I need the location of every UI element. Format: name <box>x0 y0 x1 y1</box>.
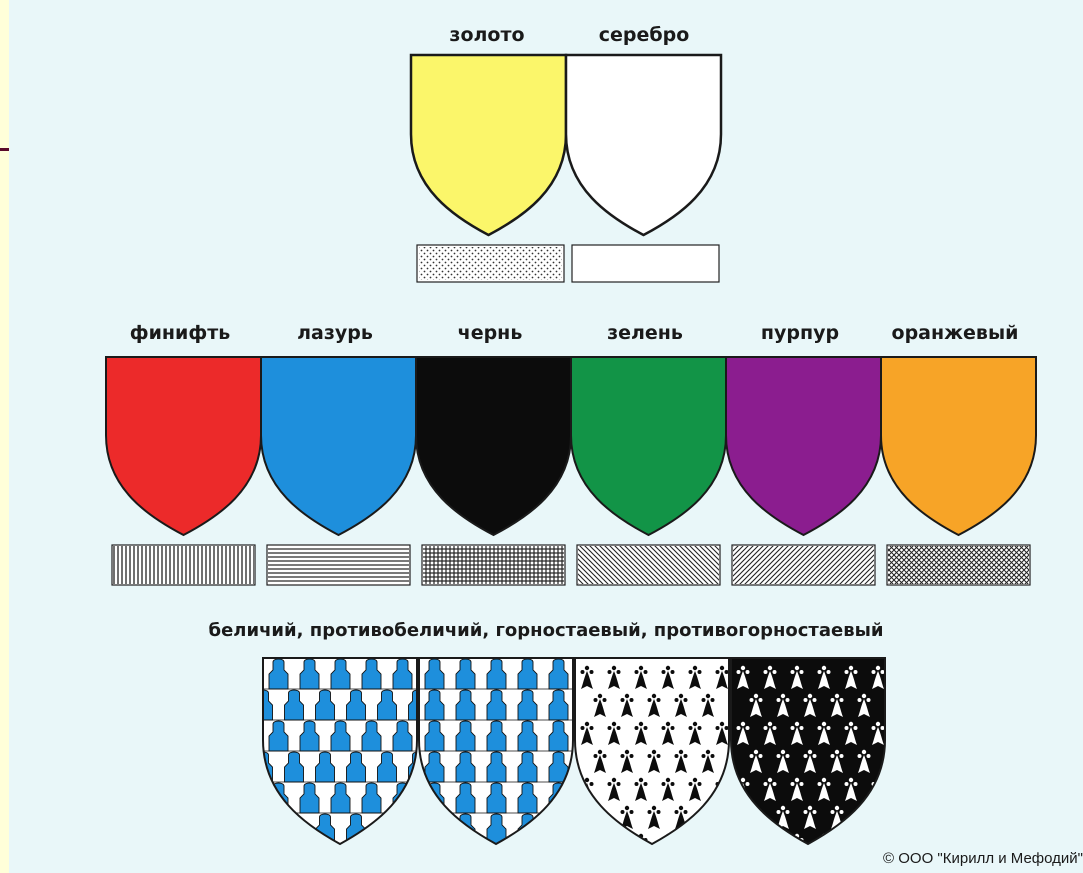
color-shield-3 <box>571 357 726 535</box>
metal-shield-0 <box>411 55 566 235</box>
color-hatch-fill-3 <box>578 546 719 584</box>
color-shield-0 <box>106 357 261 535</box>
metals-group <box>411 55 721 282</box>
copyright-text: © ООО "Кирилл и Мефодий" <box>883 850 1083 867</box>
metal-hatch-swatch-1 <box>572 245 719 282</box>
metal-shield-1 <box>566 55 721 235</box>
color-hatch-fill-4 <box>733 546 874 584</box>
color-hatch-fill-1 <box>268 546 409 584</box>
color-hatch-fill-0 <box>113 546 254 584</box>
color-shield-5 <box>881 357 1036 535</box>
color-shield-1 <box>261 357 416 535</box>
colors-group <box>106 357 1036 585</box>
heraldry-drawing <box>9 0 1083 873</box>
fur-shield-2 <box>575 658 742 857</box>
fur-shield-3 <box>731 658 898 857</box>
tinctures-diagram: золото серебро финифть лазурь чернь зеле… <box>9 0 1083 873</box>
color-shield-2 <box>416 357 571 535</box>
metal-hatch-fill-0 <box>419 247 562 280</box>
slide-accent-line <box>0 148 9 151</box>
furs-group <box>238 658 898 873</box>
color-shield-4 <box>726 357 881 535</box>
color-hatch-fill-2 <box>423 546 564 584</box>
color-hatch-fill-5 <box>888 546 1029 584</box>
